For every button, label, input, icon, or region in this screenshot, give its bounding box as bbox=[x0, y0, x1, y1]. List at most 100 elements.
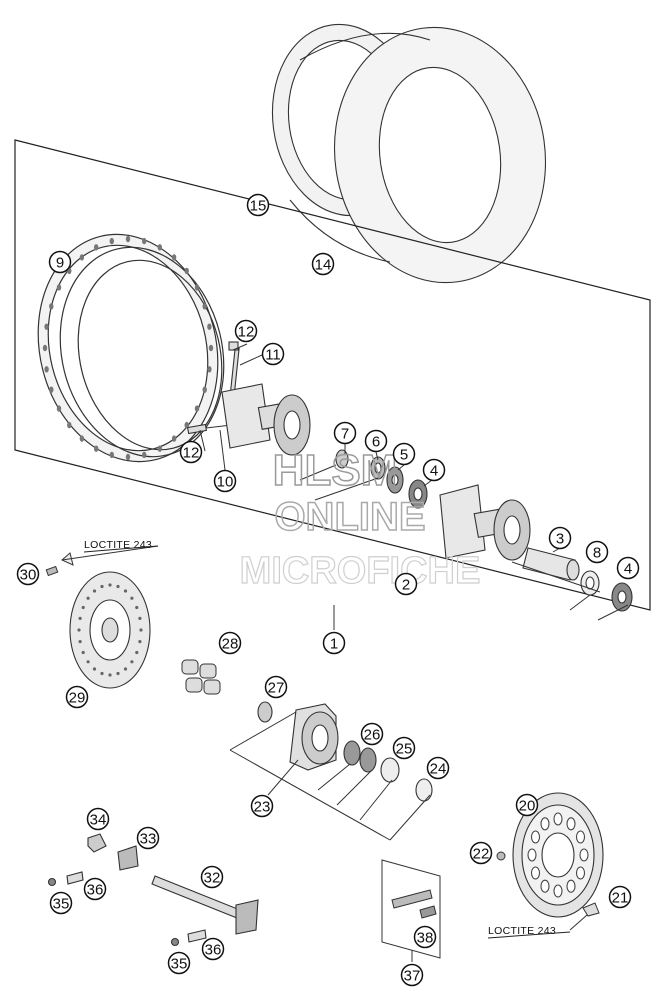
svg-text:7: 7 bbox=[341, 426, 349, 443]
callout-9: 9 bbox=[48, 250, 72, 274]
callout-4-lower: 4 bbox=[616, 556, 640, 580]
disc-hole bbox=[81, 650, 85, 655]
disc-hole bbox=[135, 605, 139, 610]
axle-drawing bbox=[151, 875, 259, 935]
sprocket-slot bbox=[553, 812, 563, 826]
sprocket-slot bbox=[575, 830, 586, 844]
callout-4-upper: 4 bbox=[422, 458, 446, 482]
callout-28: 28 bbox=[218, 631, 242, 655]
rim-hole bbox=[171, 254, 177, 261]
callout-10: 10 bbox=[213, 469, 237, 493]
disc-hole bbox=[108, 583, 112, 587]
rim-hole bbox=[79, 254, 85, 261]
svg-text:30: 30 bbox=[20, 567, 37, 584]
sprocket-slot bbox=[553, 884, 563, 898]
disc-hole bbox=[135, 650, 139, 655]
svg-text:11: 11 bbox=[265, 347, 281, 364]
svg-text:21: 21 bbox=[612, 890, 629, 907]
disc-hole bbox=[100, 671, 104, 676]
svg-text:27: 27 bbox=[268, 680, 285, 697]
rim-hole bbox=[157, 244, 162, 251]
rim-hole bbox=[94, 244, 99, 251]
rim-hole bbox=[208, 344, 214, 352]
callout-3: 3 bbox=[548, 526, 572, 550]
rim-hole bbox=[56, 284, 62, 291]
watermark-line-1: HLSM bbox=[273, 446, 398, 495]
rim-hole bbox=[202, 386, 207, 393]
disc-hole bbox=[138, 640, 142, 644]
svg-text:3: 3 bbox=[556, 531, 564, 548]
svg-text:10: 10 bbox=[217, 474, 234, 491]
sprocket-slot bbox=[566, 817, 576, 831]
rim-hole bbox=[142, 237, 147, 245]
callout-38: 38 bbox=[413, 925, 437, 949]
svg-text:35: 35 bbox=[53, 896, 70, 913]
sprocket-slot bbox=[575, 866, 586, 880]
callout-29: 29 bbox=[65, 685, 89, 709]
callout-8: 8 bbox=[585, 540, 609, 564]
spacer-tube-and-bearing bbox=[522, 547, 633, 612]
callout-36-upper: 36 bbox=[83, 877, 107, 901]
assembly-frame bbox=[14, 139, 651, 611]
callout-24: 24 bbox=[426, 756, 450, 780]
svg-text:6: 6 bbox=[372, 434, 380, 451]
callout-21: 21 bbox=[608, 885, 632, 909]
rim-hole bbox=[49, 386, 54, 393]
rim-hole bbox=[109, 237, 115, 245]
callout-11: 11 bbox=[261, 342, 285, 366]
callout-20: 20 bbox=[515, 793, 539, 817]
rim-hole bbox=[194, 405, 200, 412]
svg-text:12: 12 bbox=[238, 324, 255, 341]
disc-hole bbox=[116, 584, 120, 589]
rim-hole bbox=[194, 284, 200, 291]
sprocket-slot bbox=[579, 848, 589, 862]
watermark-line-2: ONLINE bbox=[274, 495, 425, 539]
sprocket-bolt-and-nut bbox=[496, 851, 600, 931]
callout-12-bottom: 12 bbox=[179, 440, 203, 464]
disc-hole bbox=[108, 673, 112, 677]
rim-hole bbox=[44, 366, 49, 373]
hub-drawing-main bbox=[221, 383, 311, 456]
callout-1: 1 bbox=[322, 631, 346, 655]
callout-22: 22 bbox=[469, 841, 493, 865]
brake-disc-drawing bbox=[69, 571, 151, 689]
svg-text:25: 25 bbox=[396, 741, 413, 758]
svg-text:35: 35 bbox=[171, 956, 188, 973]
rim-hole bbox=[207, 366, 212, 373]
rim-hole bbox=[142, 451, 147, 459]
svg-text:15: 15 bbox=[250, 198, 267, 215]
rim-hole bbox=[94, 445, 99, 452]
rim-hole bbox=[184, 267, 189, 275]
callout-5: 5 bbox=[392, 442, 416, 466]
rim-hole bbox=[79, 435, 85, 442]
svg-text:23: 23 bbox=[254, 799, 271, 816]
callout-12-top: 12 bbox=[234, 319, 258, 343]
svg-text:26: 26 bbox=[364, 727, 381, 744]
svg-text:9: 9 bbox=[56, 255, 64, 272]
disc-hole bbox=[116, 671, 120, 676]
svg-text:36: 36 bbox=[205, 942, 222, 959]
disc-hole bbox=[86, 660, 90, 664]
rim-hole bbox=[67, 421, 72, 429]
callout-25: 25 bbox=[392, 736, 416, 760]
callout-35-lower: 35 bbox=[167, 951, 191, 975]
svg-text:33: 33 bbox=[140, 831, 157, 848]
watermark-line-3: MICROFICHE bbox=[240, 550, 481, 592]
callout-33: 33 bbox=[136, 826, 160, 850]
sprocket-carrier-drawing bbox=[257, 701, 433, 802]
svg-text:24: 24 bbox=[430, 761, 447, 778]
rim-hole bbox=[171, 435, 177, 442]
svg-text:28: 28 bbox=[222, 636, 239, 653]
svg-text:32: 32 bbox=[204, 870, 221, 887]
rim-hole bbox=[109, 451, 115, 459]
callout-37: 37 bbox=[400, 963, 424, 987]
disc-hole bbox=[100, 584, 104, 589]
leader-lines-upper bbox=[199, 343, 629, 630]
disc-hole bbox=[123, 667, 128, 671]
rim-hole bbox=[125, 235, 131, 243]
callout-30: 30 bbox=[16, 562, 40, 586]
rim-hole bbox=[44, 323, 49, 330]
callout-2: 2 bbox=[394, 572, 418, 596]
sprocket-slots bbox=[527, 812, 589, 898]
loctite-label-top: LOCTITE 243 bbox=[83, 539, 159, 553]
